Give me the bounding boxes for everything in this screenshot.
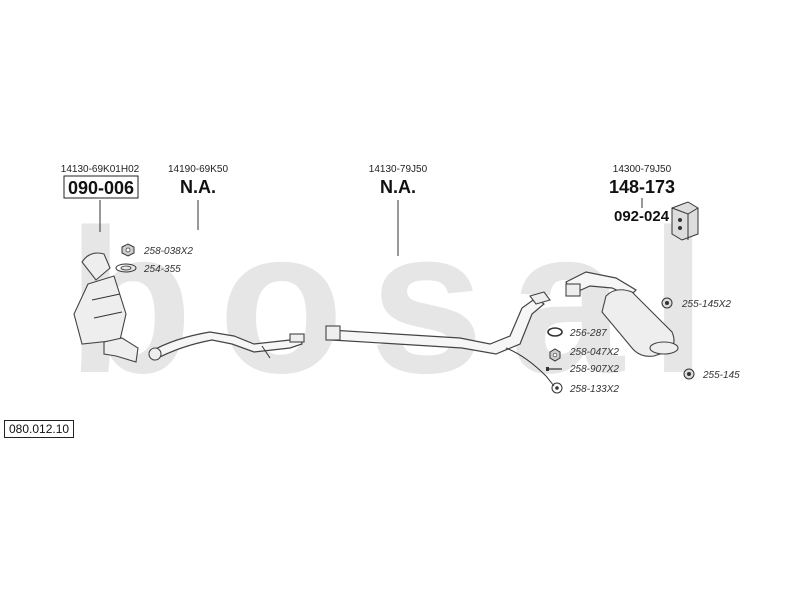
- hardware-code: 258-907X2: [569, 364, 619, 375]
- part-code: 148-173: [609, 177, 675, 197]
- part-rear-silencer[interactable]: 14300-79J50 148-173: [565, 164, 679, 357]
- gasket-ring-icon: [115, 263, 137, 273]
- front-pipe-drawing: [149, 331, 303, 361]
- oem-number: 14300-79J50: [613, 164, 672, 175]
- rubber-mount-icon: [661, 297, 673, 309]
- oem-number: 14130-69K01H02: [61, 164, 140, 175]
- catalyst-drawing: [73, 252, 139, 363]
- hardware-code: 258-038X2: [143, 246, 193, 257]
- part-middle-pipe[interactable]: 14130-79J50 N.A.: [325, 164, 555, 387]
- fitting-kit-box-icon: [671, 201, 699, 241]
- part-code: 090-006: [68, 178, 134, 198]
- hardware-code: 258-133X2: [569, 384, 619, 395]
- washer-icon: [551, 382, 563, 394]
- hardware-code: 255-145X2: [681, 299, 731, 310]
- part-code: N.A.: [380, 177, 416, 197]
- hardware-code: 258-047X2: [569, 347, 619, 358]
- fitting-kit[interactable]: 092-024: [614, 201, 699, 241]
- nut-icon: [549, 348, 561, 362]
- hardware-item[interactable]: 258-907X2: [546, 364, 619, 375]
- silencer-drawing: [565, 271, 679, 357]
- hardware-item[interactable]: 254-355: [115, 263, 181, 275]
- hardware-item[interactable]: 258-047X2: [549, 347, 619, 362]
- oem-number: 14130-79J50: [369, 164, 428, 175]
- middle-pipe-drawing: [329, 297, 545, 355]
- rubber-mount-icon: [683, 368, 695, 380]
- bolt-icon: [546, 367, 562, 371]
- oem-number: 14190-69K50: [168, 164, 228, 175]
- hardware-code: 254-355: [143, 264, 181, 275]
- catalog-number: 080.012.10: [4, 420, 75, 438]
- hardware-item[interactable]: 256-287: [547, 327, 607, 339]
- part-code: N.A.: [180, 177, 216, 197]
- seal-ring-icon: [547, 327, 563, 337]
- brand-watermark: bosal: [67, 187, 732, 416]
- hardware-item[interactable]: 255-145: [683, 368, 740, 381]
- code-box: [63, 175, 139, 199]
- part-catalyst[interactable]: 14130-69K01H02 090-006: [61, 164, 140, 363]
- hardware-item[interactable]: 258-133X2: [551, 382, 619, 395]
- fitting-kit-code: 092-024: [614, 208, 670, 225]
- hardware-item[interactable]: 255-145X2: [661, 297, 731, 310]
- part-front-pipe[interactable]: 14190-69K50 N.A.: [148, 164, 305, 361]
- hardware-code: 255-145: [702, 370, 740, 381]
- hardware-item[interactable]: 258-038X2: [121, 243, 193, 257]
- hardware-code: 256-287: [569, 328, 607, 339]
- nut-icon: [121, 243, 135, 257]
